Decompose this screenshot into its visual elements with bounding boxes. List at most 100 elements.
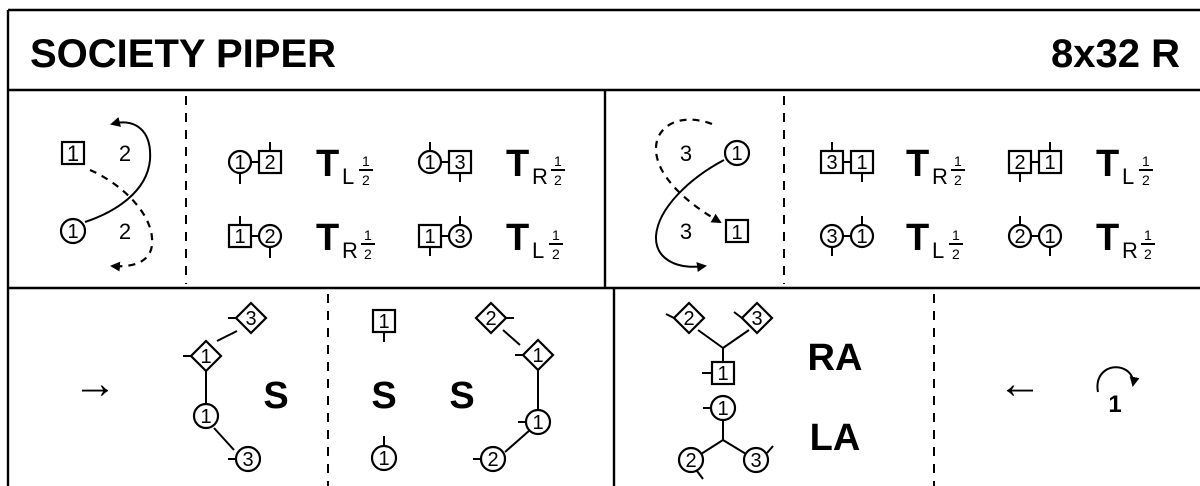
svg-text:2: 2 [552, 246, 560, 262]
svg-text:1: 1 [1144, 227, 1152, 243]
bar1-turn-4: 1 3 T L 1 2 [417, 216, 563, 263]
svg-text:T: T [906, 143, 929, 185]
svg-text:1: 1 [717, 363, 728, 385]
svg-text:1: 1 [364, 227, 372, 243]
svg-text:1: 1 [554, 153, 562, 169]
svg-text:L: L [532, 238, 544, 263]
bar1-figure: 1 2 1 2 [59, 117, 154, 272]
fraction-num: 1 [362, 153, 370, 169]
svg-text:1: 1 [954, 153, 962, 169]
bar3: → 3 1 1 3 S 1 S 1 [73, 301, 555, 473]
header: SOCIETY PIPER 8x32 R [30, 32, 1180, 76]
fraction-den: 2 [362, 172, 370, 188]
bar1-turn-2: 1 3 T R 1 2 [417, 142, 565, 189]
card-frame [6, 8, 1200, 486]
svg-text:1: 1 [1142, 153, 1150, 169]
svg-text:3: 3 [751, 308, 762, 330]
svg-text:2: 2 [1142, 172, 1150, 188]
solid-path-arrow [654, 159, 725, 273]
bar2-turn-3: 3 1 T L 1 2 [819, 216, 963, 263]
setting-letter: S [371, 375, 396, 417]
svg-text:1: 1 [424, 226, 435, 248]
svg-text:R: R [932, 164, 948, 189]
cast-icon: 1 [1096, 366, 1140, 418]
svg-text:3: 3 [826, 226, 837, 248]
dance-formation: 8x32 R [1051, 32, 1180, 76]
dancer-circle [59, 217, 87, 245]
svg-text:3: 3 [245, 308, 256, 330]
right-arrow-icon: → [73, 359, 117, 408]
dancer-circle [677, 446, 705, 474]
dance-title: SOCIETY PIPER [30, 32, 336, 76]
diamond-dancer [521, 338, 555, 372]
rights-across: 2 3 1 RA [665, 301, 863, 386]
svg-text:1: 1 [234, 226, 245, 248]
setting-group-a: 3 1 1 3 S [183, 301, 289, 473]
svg-text:T: T [1096, 217, 1119, 259]
dancer-circle [723, 139, 751, 167]
svg-text:2: 2 [485, 308, 496, 330]
svg-text:1: 1 [731, 222, 742, 244]
dancer-number: 1 [67, 141, 79, 166]
position-number: 2 [119, 219, 131, 244]
svg-text:2: 2 [487, 449, 498, 471]
svg-text:2: 2 [264, 226, 275, 248]
svg-text:3: 3 [454, 152, 465, 174]
dancer-circle [742, 446, 770, 474]
svg-text:R: R [1122, 238, 1138, 263]
svg-text:2: 2 [685, 450, 696, 472]
svg-text:1: 1 [532, 345, 543, 367]
svg-text:L: L [1122, 164, 1134, 189]
bar2-turn-4: 2 1 T R 1 2 [1007, 216, 1155, 263]
svg-text:1: 1 [424, 152, 435, 174]
svg-text:2: 2 [554, 172, 562, 188]
svg-text:L: L [932, 238, 944, 263]
svg-text:2: 2 [952, 246, 960, 262]
diamond-dancer [740, 301, 774, 335]
position-number: 3 [680, 219, 692, 244]
svg-text:1: 1 [200, 346, 211, 368]
svg-text:T: T [506, 143, 529, 185]
setting-group-b: 1 S 1 [370, 308, 398, 472]
svg-text:2: 2 [1144, 246, 1152, 262]
svg-text:R: R [342, 238, 358, 263]
diamond-dancer [234, 301, 268, 335]
svg-text:L: L [342, 164, 354, 189]
diamond-dancer [474, 301, 508, 335]
svg-text:T: T [316, 217, 339, 259]
dancer-square [724, 218, 750, 244]
svg-text:1: 1 [532, 412, 543, 434]
svg-text:1: 1 [952, 227, 960, 243]
dancer-square [60, 140, 86, 166]
position-number: 3 [680, 141, 692, 166]
svg-text:2: 2 [954, 172, 962, 188]
svg-text:T: T [316, 143, 339, 185]
figure-label: RA [808, 337, 863, 379]
diamond-dancer [672, 301, 706, 335]
dancer-circle [192, 402, 220, 430]
bar2-turn-1: 3 1 T R 1 2 [819, 142, 965, 189]
figure-label: LA [810, 417, 861, 459]
diamond-dancer [189, 339, 223, 373]
solid-path-arrow [84, 117, 152, 223]
dashed-path-arrow [89, 168, 154, 272]
dashed-path-arrow [654, 118, 722, 223]
svg-text:1: 1 [717, 398, 728, 420]
setting-letter: S [263, 375, 288, 417]
svg-text:1: 1 [234, 152, 245, 174]
bar1-turn-1: 1 2 T L 1 2 [227, 142, 373, 189]
cast-number: 1 [1108, 391, 1121, 418]
bar2-figure: 3 1 3 1 [654, 118, 751, 273]
svg-text:T: T [1096, 143, 1119, 185]
bar4: 2 3 1 RA 1 2 3 LA ← [665, 301, 1140, 480]
svg-text:1: 1 [1044, 152, 1055, 174]
bar1-turn-3: 1 2 T R 1 2 [227, 216, 375, 263]
svg-text:3: 3 [454, 226, 465, 248]
lefts-across: 1 2 3 LA [677, 394, 861, 480]
svg-text:2: 2 [1014, 152, 1025, 174]
svg-text:T: T [906, 217, 929, 259]
svg-text:R: R [532, 164, 548, 189]
svg-text:3: 3 [242, 449, 253, 471]
position-number: 2 [119, 141, 131, 166]
